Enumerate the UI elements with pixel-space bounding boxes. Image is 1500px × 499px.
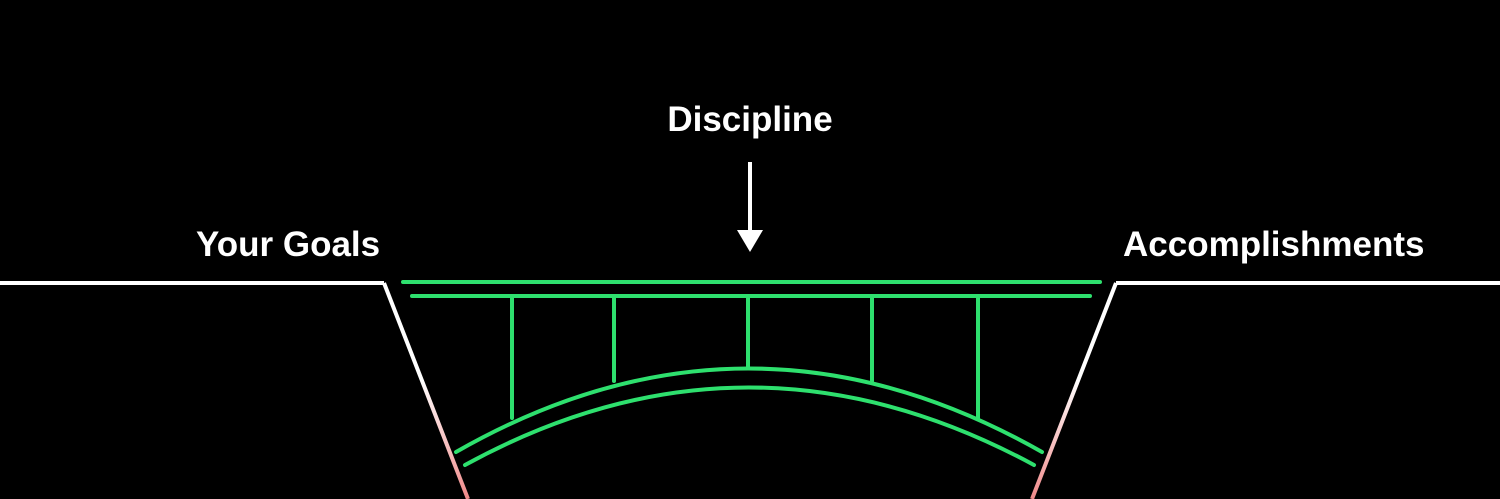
bridge: [401, 280, 1102, 467]
left-cliff-line: [382, 282, 470, 499]
bridge-arch-outer: [454, 366, 1044, 454]
right-cliff-line: [1030, 282, 1118, 499]
accomplishments-label: Accomplishments: [1123, 225, 1425, 264]
bridge-arch-inner: [463, 385, 1036, 467]
discipline-label: Discipline: [667, 100, 833, 139]
down-arrow-icon: [737, 162, 763, 252]
your-goals-label: Your Goals: [196, 225, 381, 264]
